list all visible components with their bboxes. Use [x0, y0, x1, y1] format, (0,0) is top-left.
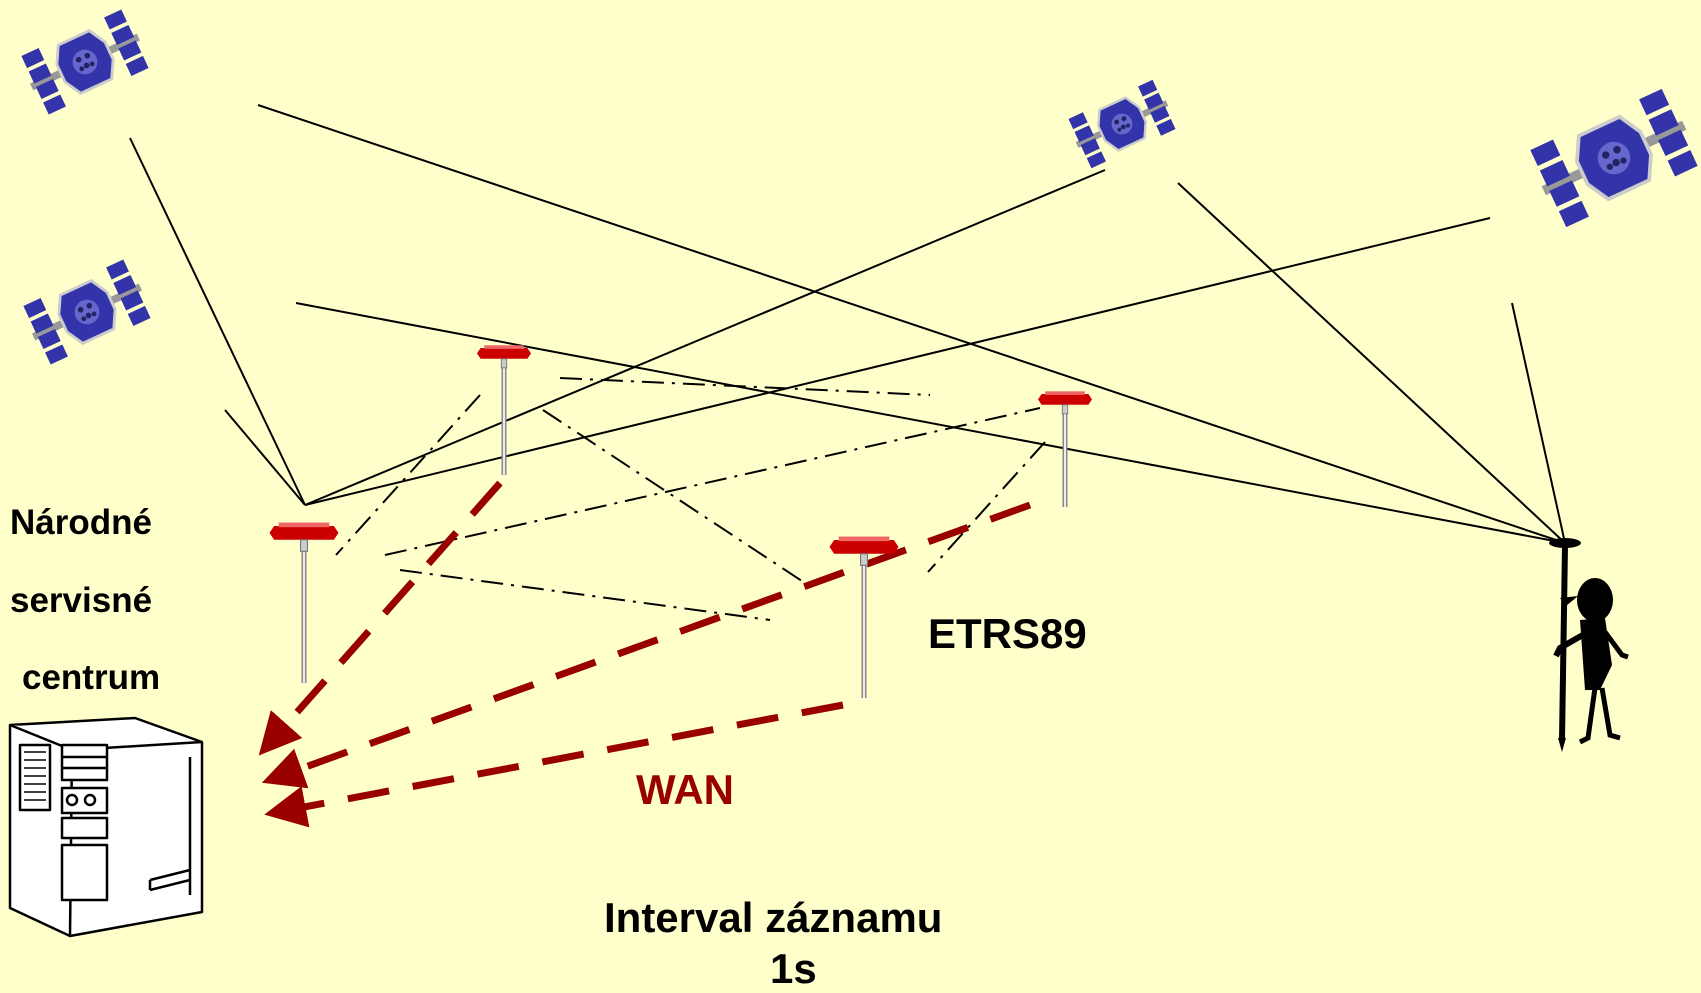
service-center-label-line3: centrum [22, 658, 161, 697]
etrs89-label: ETRS89 [928, 610, 1087, 657]
gnss-antenna-icon [268, 521, 340, 683]
satellite-icon [1064, 77, 1180, 171]
gnss-antenna-icon [1037, 390, 1093, 507]
server-computer-icon [8, 716, 204, 938]
surveyor-rover-icon [1549, 538, 1629, 752]
satellite-signal-lines [129, 104, 1566, 544]
satellite-icon [1523, 84, 1701, 232]
reference-baselines [335, 377, 1046, 621]
gnss-antenna-icon [828, 535, 900, 698]
gnss-antenna-icon [476, 344, 532, 475]
interval-label-line1: Interval záznamu [604, 894, 943, 941]
wan-arrows [258, 480, 1032, 828]
satellite-icon [18, 256, 156, 368]
service-center-label-line1: Národné [10, 503, 152, 542]
interval-label-line2: 1s [770, 945, 817, 992]
service-center-label-line2: servisné [10, 581, 153, 620]
satellite-icon [16, 6, 154, 118]
wan-label: WAN [636, 766, 734, 813]
